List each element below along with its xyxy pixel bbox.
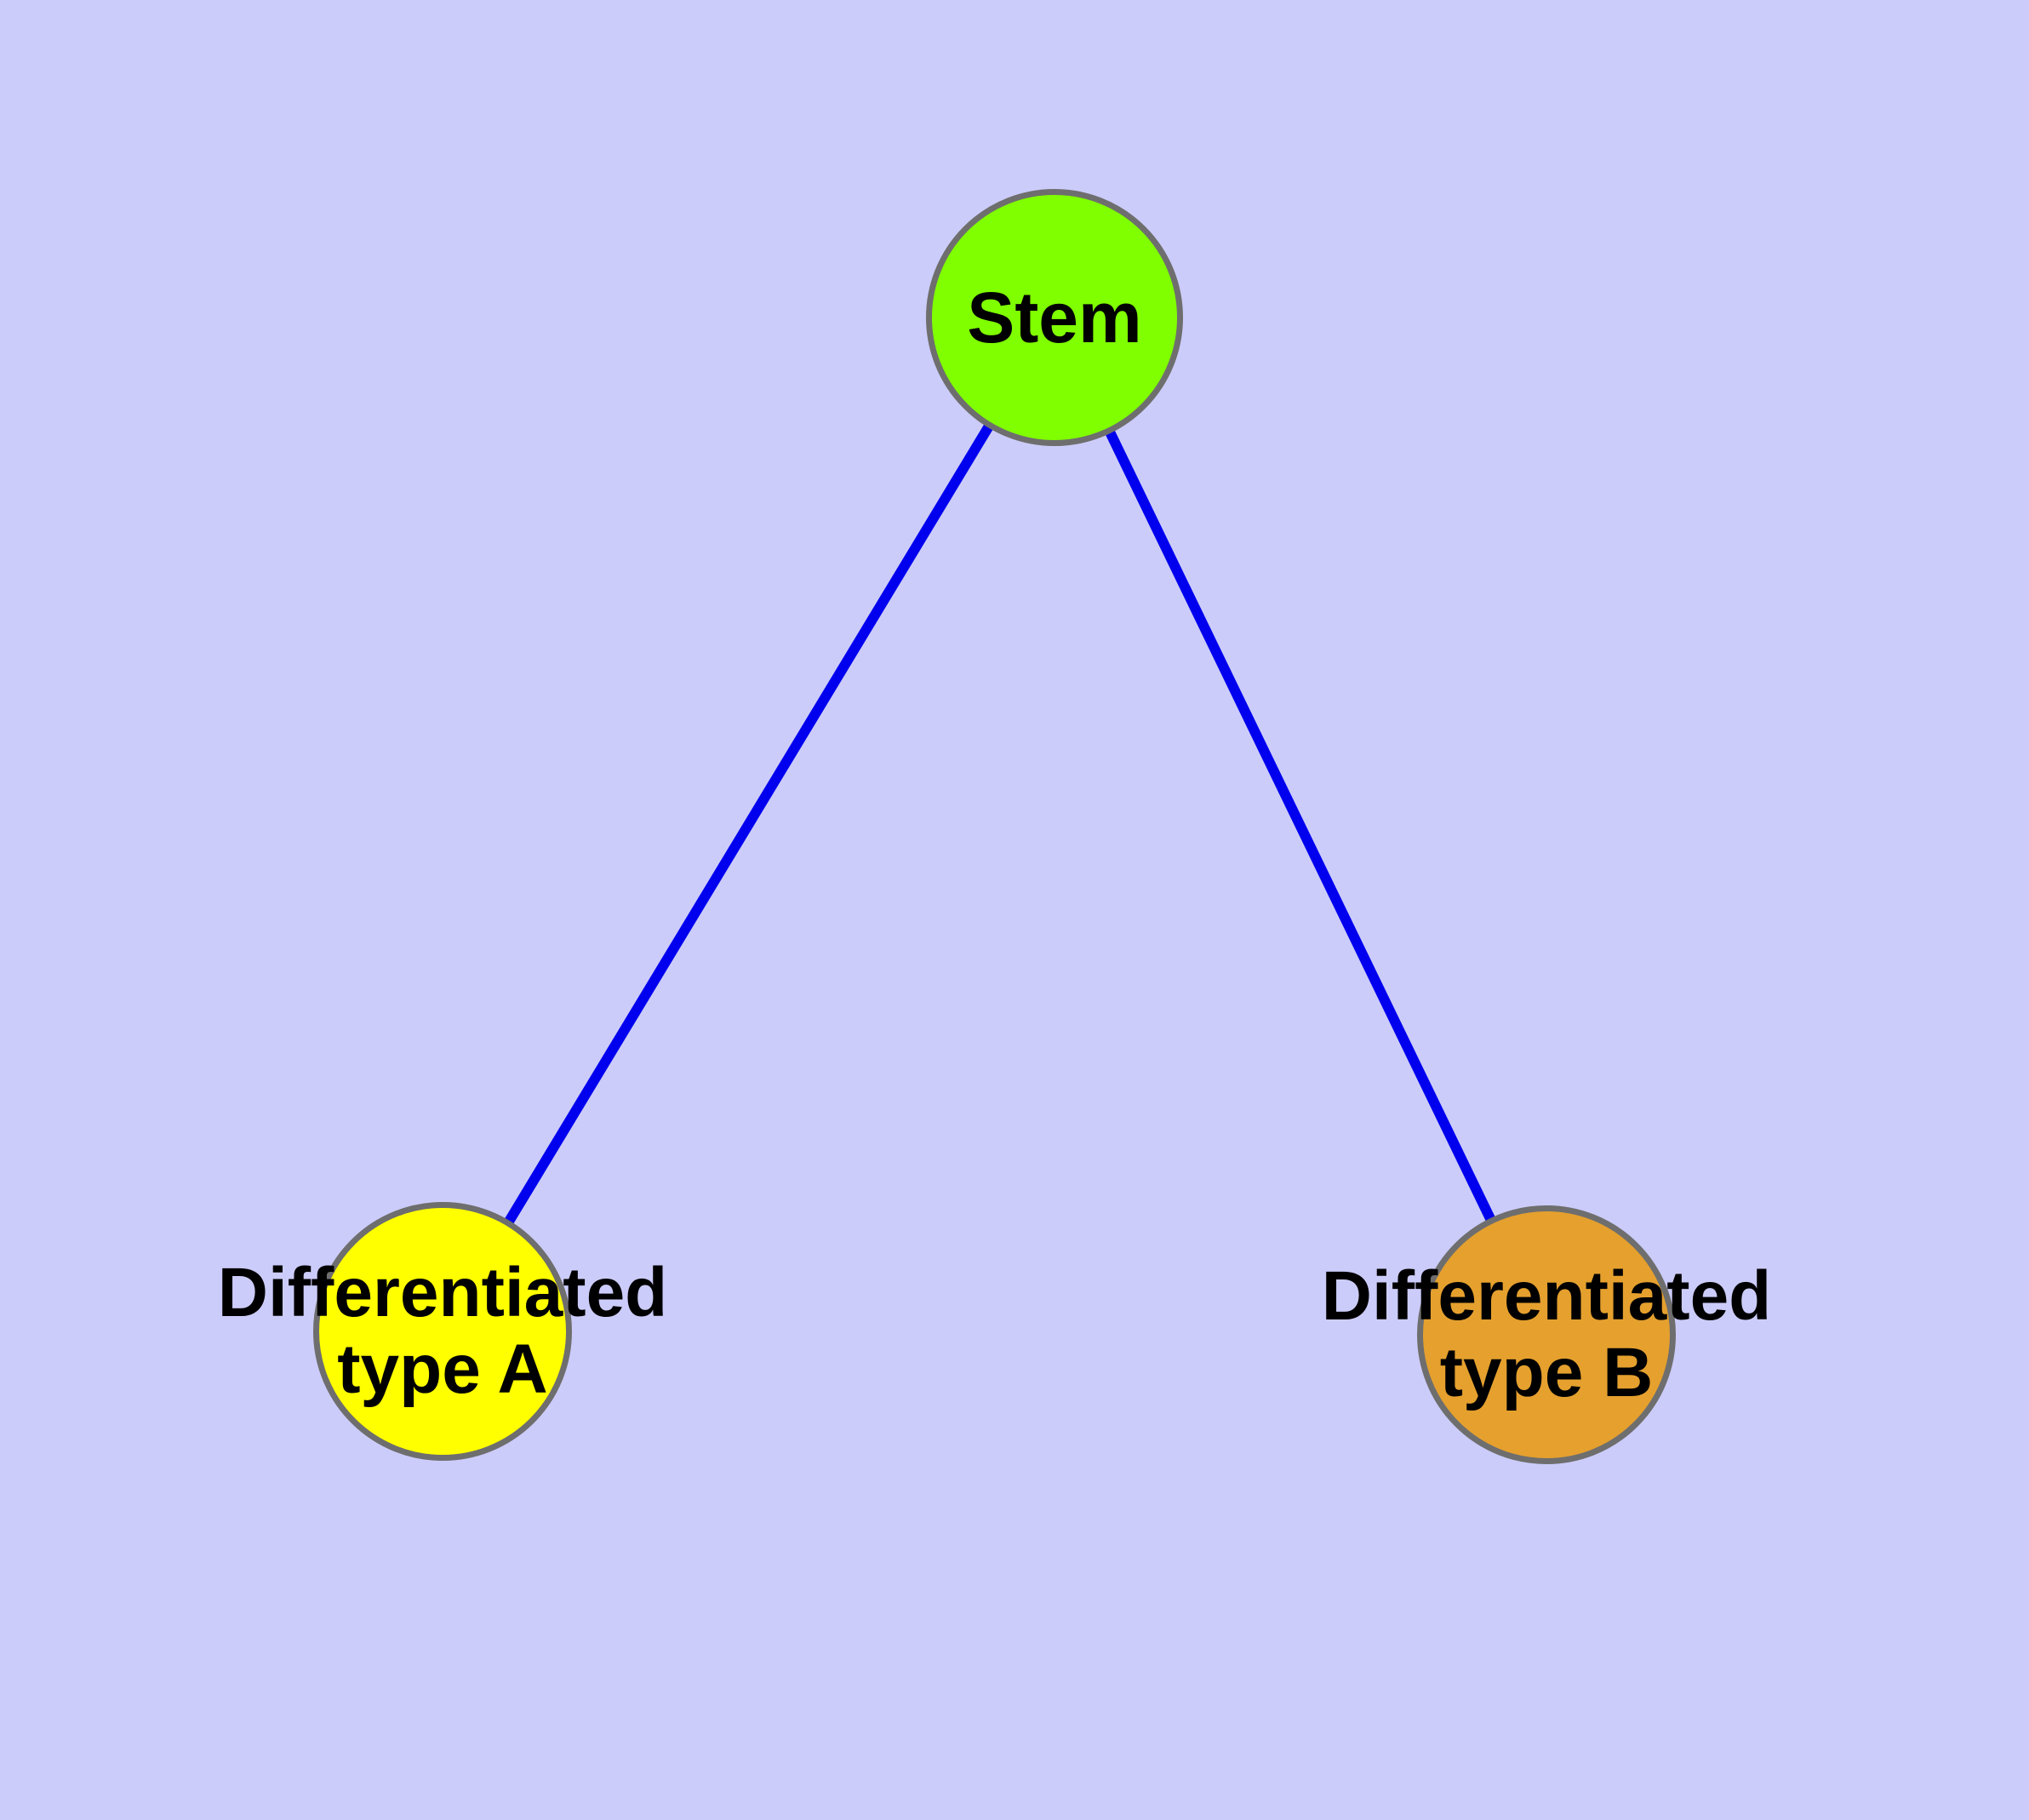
graph-node-stem[interactable] — [926, 189, 1183, 446]
graph-edge — [1104, 427, 1496, 1224]
graph-node-diff_a[interactable] — [313, 1202, 572, 1461]
graph-node-diff_b[interactable] — [1417, 1205, 1676, 1464]
graph-edge — [503, 421, 995, 1227]
